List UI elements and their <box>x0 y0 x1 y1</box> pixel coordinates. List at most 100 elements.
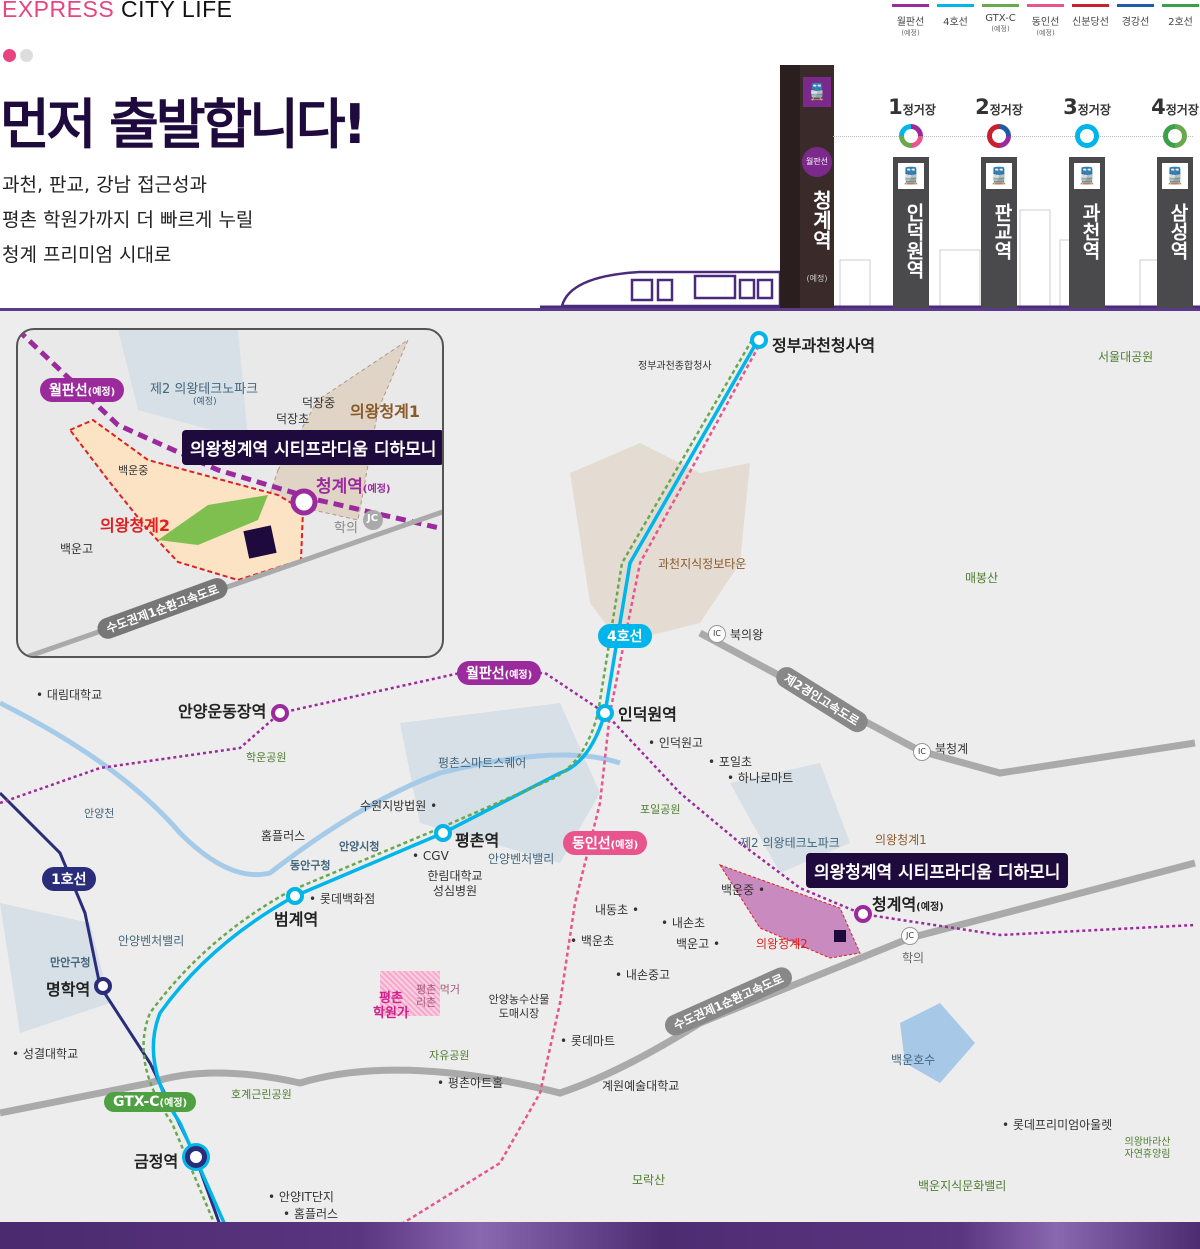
site-callout: 의왕청계역 시티프라디움 디하모니 <box>182 430 442 465</box>
pager-dot[interactable] <box>20 49 33 62</box>
train-icon: 🚆 <box>803 77 831 107</box>
station-label[interactable]: 금정역 <box>134 1152 179 1171</box>
map-place-label: 매봉산 <box>965 571 999 585</box>
bottom-band <box>0 1222 1200 1249</box>
map-place-label: 북의왕 <box>730 628 764 642</box>
station-label[interactable]: 평촌역 <box>455 831 500 850</box>
stop-label: 1정거장 <box>888 95 936 119</box>
map-place-label: • 인덕원고 <box>648 736 704 750</box>
line1-pill: 1호선 <box>42 867 96 891</box>
stops-connector <box>833 136 1193 137</box>
station-marker[interactable] <box>854 905 872 923</box>
map-place-label: 의왕청계2 <box>756 937 808 951</box>
line4-route <box>151 339 760 1222</box>
station-marker[interactable] <box>750 331 768 349</box>
station-label[interactable]: 인덕원역 <box>618 705 677 724</box>
map-place-label: 백운지식문화밸리 <box>918 1179 1007 1193</box>
station-label: 청계역(예정) <box>316 477 391 497</box>
map-place-label: 덕장초 <box>276 412 310 426</box>
map-place-label: • 백운초 <box>570 934 615 948</box>
pager-dot-active[interactable] <box>3 49 16 62</box>
map-place-label: 안양농수산물 도매시장 <box>488 993 550 1020</box>
cheonggye-station-pillar: 🚆 월판선 청계역 (예정) <box>780 65 834 308</box>
map-place-label: • 롯데마트 <box>560 1034 616 1048</box>
map-place-label: 계원예술대학교 <box>602 1079 680 1093</box>
map-place-label: 동안구청 <box>290 859 331 872</box>
legend-item: 동인선(예정) <box>1023 4 1068 38</box>
station-marker[interactable] <box>286 887 304 905</box>
district-area <box>730 763 850 873</box>
map-place-label: • 하나로마트 <box>727 771 794 785</box>
map-place-label: • 안양IT단지 <box>268 1190 334 1204</box>
map-place-label: 백운호수 <box>891 1053 936 1067</box>
map-place-label: 학의 <box>902 951 925 965</box>
station-marker[interactable] <box>596 704 614 722</box>
map-place-label: 제2 의왕테크노파크 <box>150 382 259 397</box>
subtext-line: 청계 프리미엄 시대로 <box>2 244 172 266</box>
map-place-label: 정부과천종합청사 <box>638 361 712 372</box>
ic-icon: IC <box>708 625 726 643</box>
train-icon: 🚆 <box>1074 163 1100 189</box>
baegun-lake <box>900 1003 975 1083</box>
stop-card: 🚆삼성역 <box>1157 157 1193 308</box>
map-place-label: 제2 의왕테크노파크 <box>740 836 840 850</box>
map-place-label: • 롯데백화점 <box>309 892 376 906</box>
stop-card: 🚆인덕원역 <box>893 157 929 308</box>
map-place-label: 의왕바라산 자연휴양림 <box>1124 1137 1171 1160</box>
station-marker[interactable] <box>271 704 289 722</box>
ic-icon: IC <box>913 743 931 761</box>
station-label[interactable]: 명학역 <box>46 980 91 999</box>
station-marker[interactable] <box>434 824 452 842</box>
line-legend: 월판선(예정) 4호선 GTX-C(예정) 동인선(예정) 신분당선 경강선 2… <box>888 4 1200 38</box>
map-place-label: 안양시청 <box>339 840 380 853</box>
map-place-label: 백운고 • <box>676 937 721 951</box>
legend-item: 2호선 <box>1158 4 1200 38</box>
station-label[interactable]: 정부과천청사역 <box>772 336 876 355</box>
pillar-station-name: 청계역 <box>809 190 833 250</box>
wolpan-pill: 월판선(예정) <box>457 661 542 685</box>
legend-item: 월판선(예정) <box>888 4 933 38</box>
district-area <box>570 443 750 643</box>
map-place-label: 평촌스마트스퀘어 <box>438 756 527 770</box>
map-place-label: 의왕청계2 <box>100 516 171 535</box>
legend-item: 신분당선 <box>1068 4 1113 38</box>
legend-item: 경강선 <box>1113 4 1158 38</box>
map-place-label: 호계근린공원 <box>231 1088 292 1101</box>
site-marker <box>834 930 846 942</box>
map-place-label: 덕장중 <box>302 396 336 410</box>
subtext-line: 평촌 학원가까지 더 빠르게 누릴 <box>2 209 254 231</box>
map-place-label: 북청계 <box>935 742 969 756</box>
stop-card: 🚆판교역 <box>981 157 1017 308</box>
map-place-label: • 내손중고 <box>615 968 671 982</box>
map-place-label: • 성결대학교 <box>12 1047 79 1061</box>
station-marker[interactable] <box>185 1146 207 1168</box>
stop-label: 2정거장 <box>975 95 1023 119</box>
map-place-label: 수원지방법원 • <box>360 799 438 813</box>
site-detail-inset: 월판선(예정) 제2 의왕테크노파크 (예정) 덕장중 덕장초 백운중 백운고 … <box>16 328 444 658</box>
site-callout: 의왕청계역 시티프라디움 디하모니 <box>806 853 1069 888</box>
gtx-c-pill: GTX-C(예정) <box>104 1092 197 1112</box>
map-place-label: (예정) <box>193 397 217 407</box>
map-place-label: 학의 <box>334 521 358 536</box>
map-place-label: 홈플러스 <box>261 829 306 843</box>
dongin-route <box>402 339 764 1222</box>
map-place-label: 내동초 • <box>595 903 640 917</box>
transfer-ring-icon <box>1075 124 1099 148</box>
map-place-label: 포일공원 <box>640 803 681 816</box>
brand-title: EXPRESS CITY LIFE <box>2 0 233 22</box>
map-place-label: • 롯데프리미엄아울렛 <box>1002 1118 1113 1132</box>
station-label[interactable]: 청계역(예정) <box>872 895 944 914</box>
area-map[interactable]: 월판선(예정) 제2 의왕테크노파크 (예정) 덕장중 덕장초 백운중 백운고 … <box>0 308 1200 1222</box>
station-marker[interactable] <box>94 977 112 995</box>
highway <box>0 859 1196 1117</box>
stop-card: 🚆과천역 <box>1069 157 1105 308</box>
uiwang-cheonggye2-zone <box>718 864 861 959</box>
map-place-label: 안양벤처밸리 <box>118 934 185 948</box>
map-place-label: 한림대학교 성심병원 <box>427 869 483 898</box>
station-label[interactable]: 안양운동장역 <box>178 702 267 721</box>
transfer-ring-icon <box>1163 124 1187 148</box>
map-place-label: 의왕청계1 <box>350 402 421 421</box>
train-icon: 🚆 <box>1162 163 1188 189</box>
legend-item: GTX-C(예정) <box>978 4 1023 38</box>
station-label[interactable]: 범계역 <box>274 910 319 929</box>
